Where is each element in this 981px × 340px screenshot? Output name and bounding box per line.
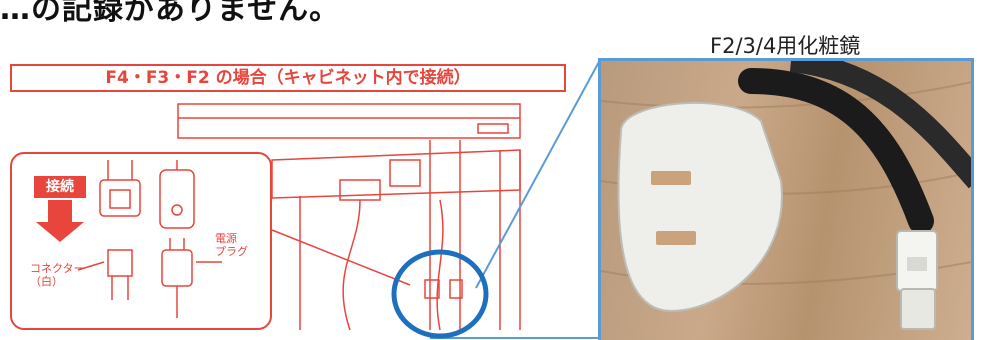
- arrow-down-icon: [36, 200, 84, 242]
- callout-line-top: [475, 59, 601, 289]
- black-cable: [738, 68, 934, 234]
- connector-icon: [99, 160, 141, 300]
- page-heading: …の記録がありません。: [0, 0, 341, 27]
- photo-caption: F2/3/4用化粧鏡: [710, 34, 861, 58]
- white-connector: [896, 230, 938, 330]
- plug-label-line2: プラグ: [215, 245, 248, 258]
- cabinet-switch: [477, 123, 509, 134]
- connector-label-line2: （白）: [30, 275, 63, 288]
- cabinet-frame: [271, 149, 521, 199]
- inset-box: [10, 152, 272, 330]
- cabinet-plug: [449, 279, 463, 299]
- highlight-circle-icon: [391, 249, 489, 339]
- power-plug-icon: [159, 160, 195, 318]
- connector-label-line1: コネクター: [30, 262, 85, 275]
- product-photo-illustration: [601, 61, 971, 330]
- connector-label: コネクター （白）: [30, 262, 85, 288]
- cabinet-shelf: [177, 103, 521, 139]
- product-photo: [598, 58, 974, 340]
- connect-badge: 接続: [34, 176, 86, 198]
- diagram-banner: F4・F3・F2 の場合（キャビネット内で接続）: [10, 64, 566, 92]
- plug-label-line1: 電源: [215, 232, 237, 245]
- outlet-socket: [617, 101, 783, 313]
- plug-label: 電源 プラグ: [215, 232, 248, 258]
- cabinet-connector: [424, 279, 440, 299]
